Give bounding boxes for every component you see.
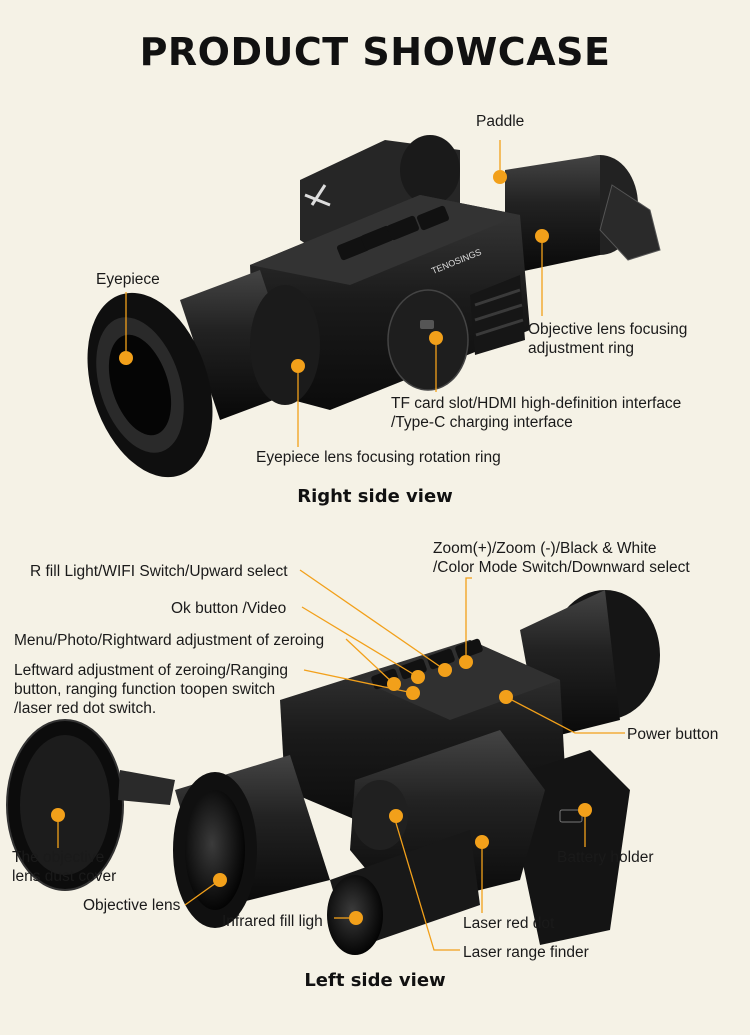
label-laser-dot: Laser red dot: [463, 915, 555, 932]
left-view-caption: Left side view: [304, 970, 446, 991]
label-objective-lens: Objective lens: [83, 897, 181, 914]
label-leftward-2: button, ranging function toopen switch: [14, 681, 276, 698]
right-view-caption: Right side view: [297, 486, 453, 507]
label-objective-ring-1: Objective lens focusing: [528, 321, 688, 338]
page-title: PRODUCT SHOWCASE: [139, 30, 611, 74]
label-leftward-3: /laser red dot switch.: [14, 700, 157, 717]
right-view-scope: TENOSINGS: [87, 135, 661, 478]
label-battery: Battery holder: [557, 849, 654, 866]
label-paddle: Paddle: [476, 113, 525, 130]
label-tf-slot-2: /Type-C charging interface: [391, 414, 573, 431]
label-menu: Menu/Photo/Rightward adjustment of zeroi…: [14, 632, 325, 649]
label-infrared: Infrared fill ligh: [222, 913, 323, 930]
label-ok: Ok button /Video: [171, 600, 287, 617]
label-objective-ring-2: adjustment ring: [528, 340, 634, 357]
left-view-scope: [6, 569, 660, 955]
label-laser-range: Laser range finder: [463, 944, 589, 961]
label-zoom-2: /Color Mode Switch/Downward select: [433, 559, 690, 576]
label-dust-1: The objective: [12, 849, 105, 866]
label-leftward-1: Leftward adjustment of zeroing/Ranging: [14, 662, 288, 679]
label-tf-slot-1: TF card slot/HDMI high-definition interf…: [391, 395, 682, 412]
label-eyepiece: Eyepiece: [96, 271, 160, 288]
label-dust-2: lens dust cover: [12, 868, 117, 885]
label-power: Power button: [627, 726, 719, 743]
label-eyepiece-ring: Eyepiece lens focusing rotation ring: [256, 449, 501, 466]
label-rfill: R fill Light/WIFI Switch/Upward select: [30, 563, 288, 580]
label-zoom-1: Zoom(+)/Zoom (-)/Black & White: [433, 540, 657, 557]
